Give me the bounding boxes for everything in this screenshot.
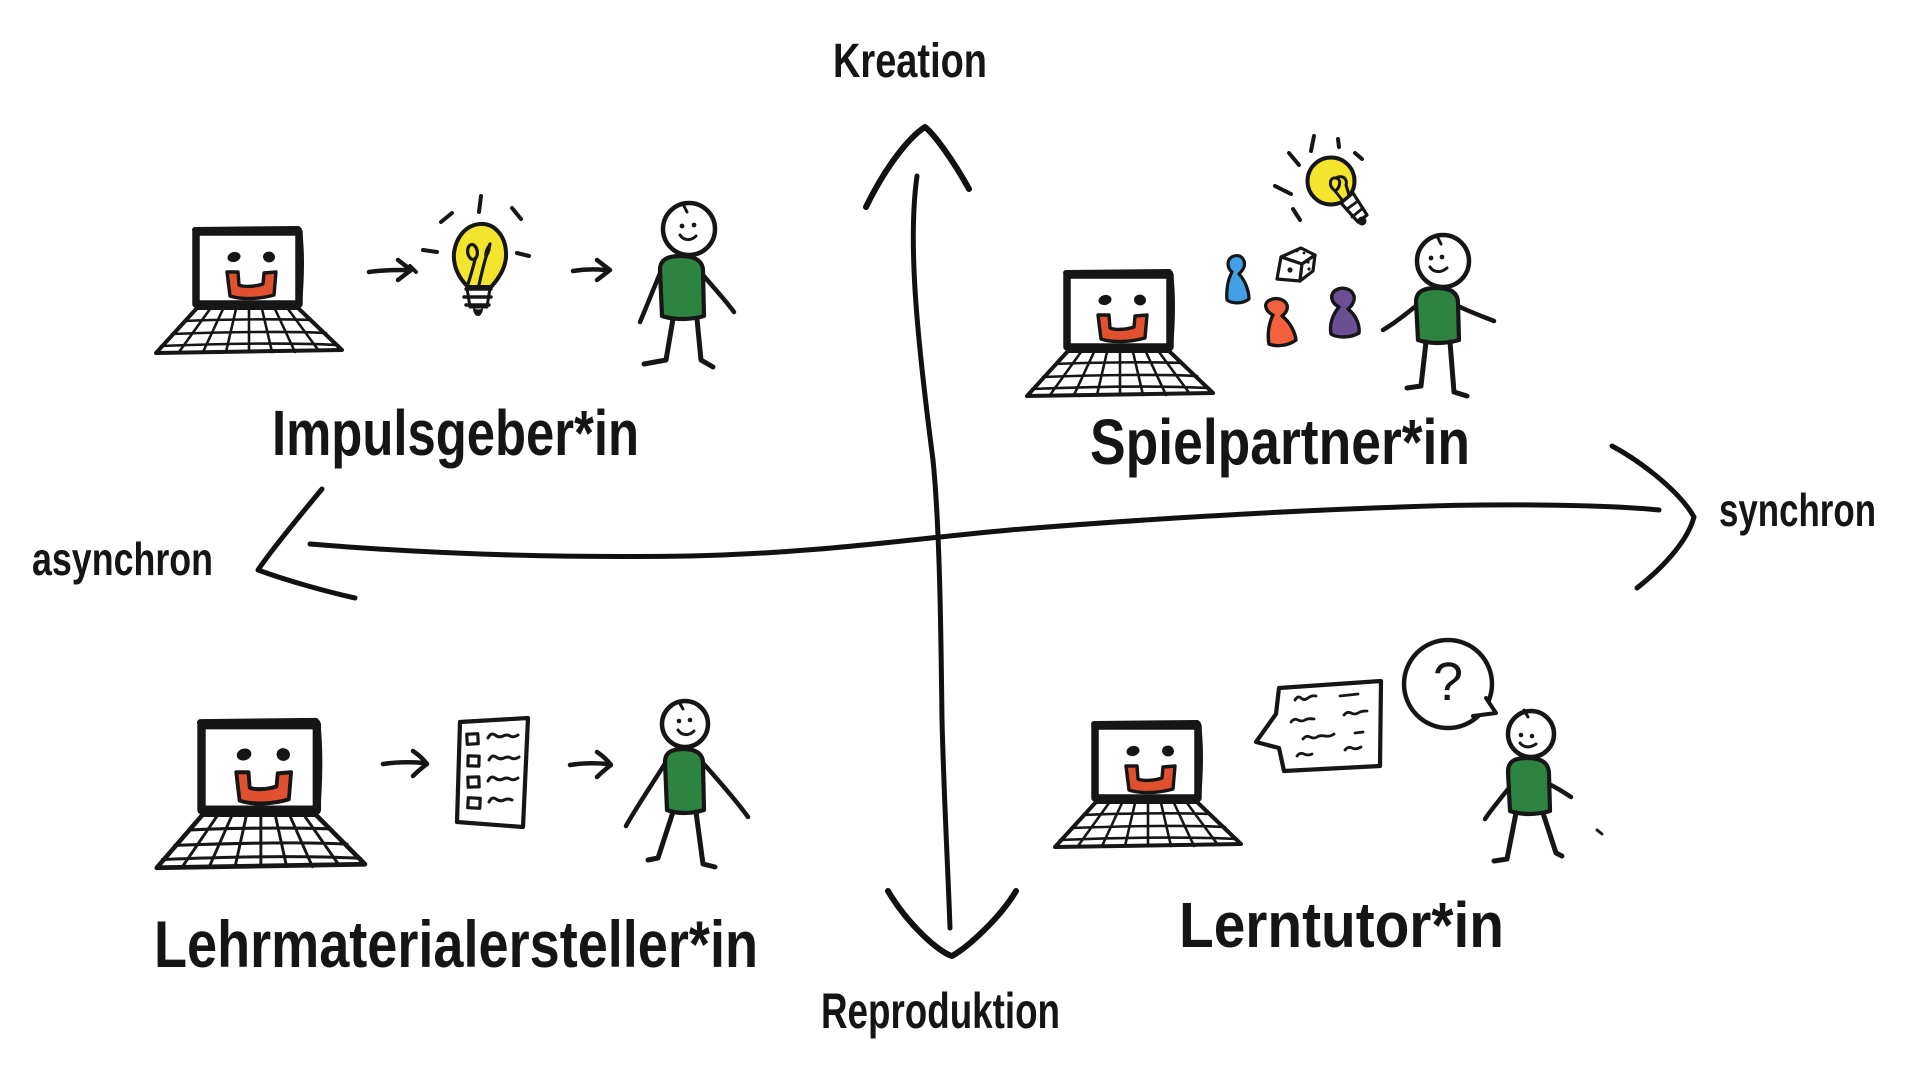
svg-text:Impulsgeber*in: Impulsgeber*in — [272, 397, 639, 469]
svg-text:Spielpartner*in: Spielpartner*in — [1090, 406, 1470, 478]
svg-text:Lerntutor*in: Lerntutor*in — [1179, 889, 1504, 961]
svg-text:Reproduktion: Reproduktion — [821, 983, 1060, 1039]
svg-text:?: ? — [1433, 652, 1463, 712]
svg-text:synchron: synchron — [1719, 484, 1876, 536]
svg-text:asynchron: asynchron — [32, 533, 213, 585]
svg-text:Kreation: Kreation — [833, 35, 987, 88]
svg-text:Lehrmaterialersteller*in: Lehrmaterialersteller*in — [154, 907, 758, 981]
